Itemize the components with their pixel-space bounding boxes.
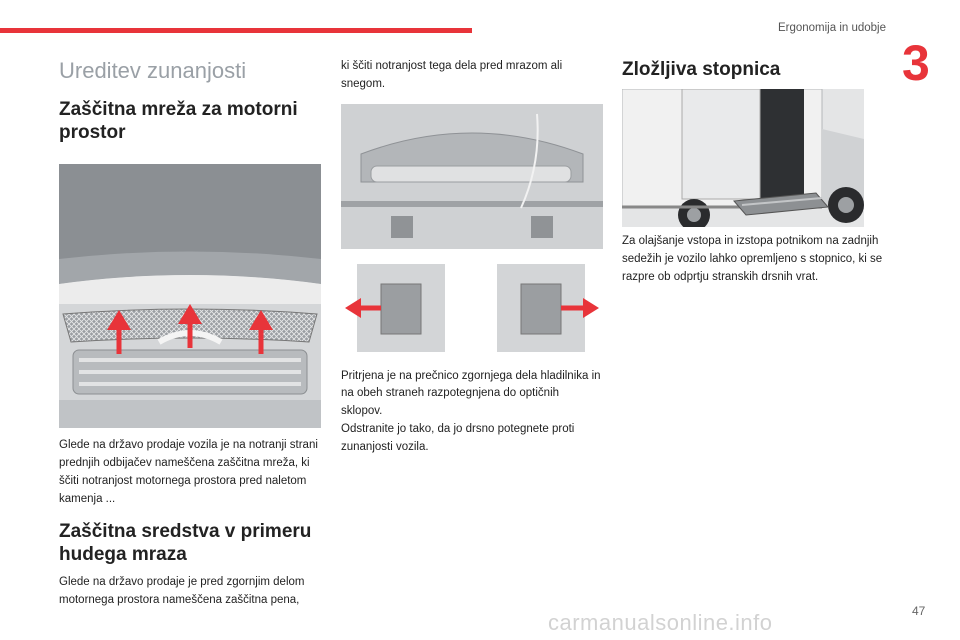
page-number: 47 [912,604,926,618]
page-title: Ureditev zunanjosti [59,58,247,83]
heading-step: Zložljiva stopnica [622,59,781,80]
paragraph-step: Za olajšanje vstopa in izstopa potnikom … [622,235,883,283]
foam-illustration [341,103,603,354]
heading-frost: Zaščitna sredstva v primeru hudega mraza [59,520,312,565]
paragraph-frost-start: Glede na državo prodaje je pred zgornjim… [59,575,305,606]
column-2: ki ščiti notranjost tega dela pred mrazo… [341,54,603,457]
step-illustration [622,89,864,228]
chapter-number: 3 [902,35,930,91]
watermark: carmanualsonline.info [548,610,773,635]
heading-grille: Zaščitna mreža za motorni prostor [59,99,298,144]
paragraph-removal: Odstranite jo tako, da jo drsno potegnet… [341,423,575,453]
top-accent-bar [0,28,472,33]
section-header: Ergonomija in udobje [777,22,886,34]
grille-illustration [59,164,321,429]
paragraph-frost-continued: ki ščiti notranjost tega dela pred mrazo… [341,60,563,90]
column-1: Ureditev zunanjosti Zaščitna mreža za mo… [59,54,321,610]
paragraph-fixing: Pritrjena je na prečnico zgornjega dela … [341,369,601,418]
column-3: Zložljiva stopnica Za olajšanje vstopa i… [622,54,884,287]
paragraph-grille: Glede na državo prodaje vozila je na not… [59,439,318,505]
